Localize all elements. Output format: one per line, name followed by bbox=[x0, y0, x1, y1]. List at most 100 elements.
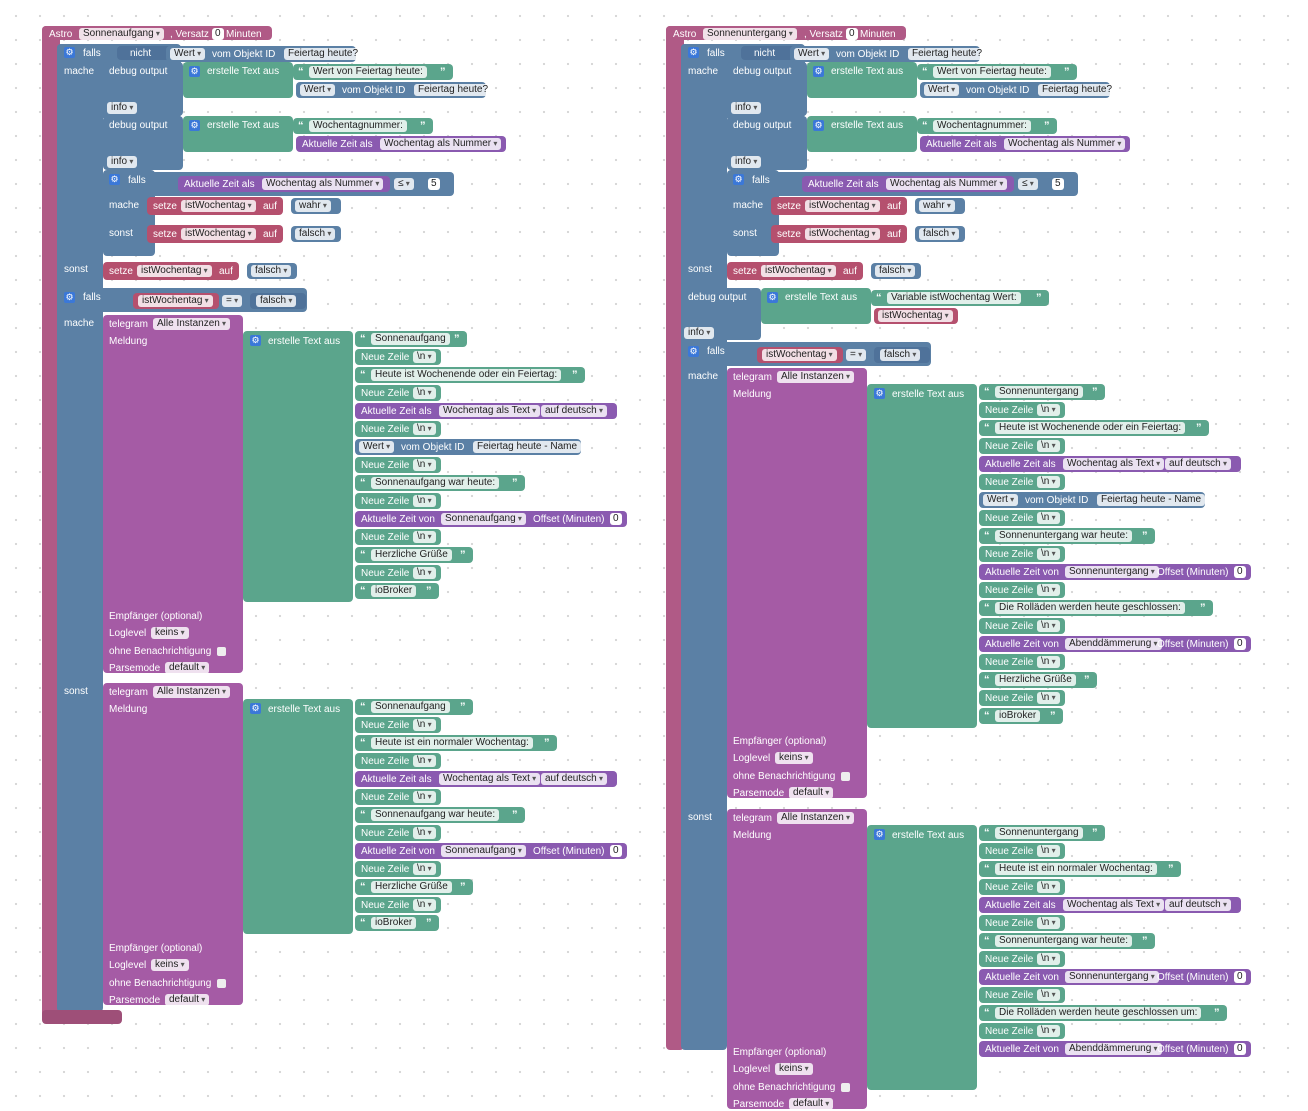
not-block[interactable] bbox=[117, 46, 177, 60]
time-format-dropdown[interactable]: Wochentag als Text bbox=[439, 405, 541, 417]
newline-dropdown[interactable]: \n bbox=[413, 755, 436, 767]
instance-dropdown[interactable]: Alle Instanzen bbox=[153, 318, 231, 330]
newline-dropdown[interactable]: \n bbox=[413, 567, 436, 579]
string-value-field[interactable]: ioBroker bbox=[371, 917, 417, 929]
instance-dropdown[interactable]: Alle Instanzen bbox=[153, 686, 231, 698]
gear-icon[interactable]: ⚙ bbox=[813, 66, 824, 77]
gear-icon[interactable]: ⚙ bbox=[874, 829, 885, 840]
wert-dropdown[interactable]: Wert bbox=[983, 494, 1019, 506]
string-value-field[interactable]: ioBroker bbox=[995, 710, 1041, 722]
parsemode-dropdown[interactable]: default bbox=[165, 994, 210, 1006]
operator-dropdown[interactable]: = bbox=[222, 295, 243, 307]
newline-dropdown[interactable]: \n bbox=[413, 899, 436, 911]
wert-dropdown[interactable]: Wert bbox=[924, 84, 960, 96]
operator-dropdown[interactable]: ≤ bbox=[394, 178, 414, 190]
astro-event-dropdown[interactable]: Sonnenaufgang bbox=[79, 28, 164, 40]
time-format-dropdown[interactable]: Wochentag als Nummer bbox=[380, 138, 502, 150]
create-text-block[interactable] bbox=[183, 116, 293, 152]
string-value-field[interactable]: Heute ist Wochenende oder ein Feiertag: bbox=[995, 422, 1186, 434]
telegram-block[interactable] bbox=[103, 315, 243, 673]
loglevel-dropdown[interactable]: keins bbox=[775, 752, 813, 764]
loglevel-dropdown[interactable]: keins bbox=[775, 1063, 813, 1075]
astro-event-dropdown[interactable]: Sonnenaufgang bbox=[441, 845, 526, 857]
astro-trigger-end[interactable] bbox=[42, 1010, 122, 1024]
language-dropdown[interactable]: auf deutsch bbox=[1165, 899, 1231, 911]
object-id-field[interactable]: Feiertag heute? bbox=[414, 84, 493, 96]
object-id-field[interactable]: Feiertag heute - Name bbox=[473, 441, 582, 453]
newline-dropdown[interactable]: \n bbox=[413, 387, 436, 399]
variable-dropdown[interactable]: istWochentag bbox=[138, 295, 213, 307]
variable-dropdown[interactable]: istWochentag bbox=[181, 200, 256, 212]
operator-dropdown[interactable]: = bbox=[846, 349, 867, 361]
time-format-dropdown[interactable]: Wochentag als Text bbox=[1063, 458, 1165, 470]
silent-checkbox[interactable] bbox=[217, 647, 226, 656]
language-dropdown[interactable]: auf deutsch bbox=[541, 773, 607, 785]
wert-dropdown[interactable]: Wert bbox=[170, 48, 206, 60]
gear-icon[interactable]: ⚙ bbox=[813, 120, 824, 131]
language-dropdown[interactable]: auf deutsch bbox=[541, 405, 607, 417]
create-text-block[interactable] bbox=[243, 331, 353, 602]
number-field[interactable]: 0 bbox=[1234, 566, 1246, 578]
gear-icon[interactable]: ⚙ bbox=[189, 120, 200, 131]
newline-dropdown[interactable]: \n bbox=[1037, 1025, 1060, 1037]
string-value-field[interactable]: Herzliche Grüße bbox=[995, 674, 1076, 686]
log-level-dropdown[interactable]: info bbox=[107, 156, 138, 168]
string-value-field[interactable]: Wochentagnummer: bbox=[933, 120, 1031, 132]
number-field[interactable]: 0 bbox=[846, 28, 858, 40]
astro-event-dropdown[interactable]: Sonnenuntergang bbox=[703, 28, 797, 40]
object-id-field[interactable]: Feiertag heute? bbox=[1038, 84, 1117, 96]
astro-event-dropdown[interactable]: Sonnenuntergang bbox=[1065, 971, 1159, 983]
create-text-block[interactable] bbox=[807, 62, 917, 98]
boolean-dropdown[interactable]: falsch bbox=[919, 228, 960, 240]
newline-dropdown[interactable]: \n bbox=[413, 495, 436, 507]
string-value-field[interactable]: Sonnenuntergang bbox=[995, 827, 1083, 839]
newline-dropdown[interactable]: \n bbox=[1037, 989, 1060, 1001]
number-field[interactable]: 0 bbox=[1234, 638, 1246, 650]
time-format-dropdown[interactable]: Wochentag als Text bbox=[439, 773, 541, 785]
newline-dropdown[interactable]: \n bbox=[1037, 845, 1060, 857]
newline-dropdown[interactable]: \n bbox=[413, 791, 436, 803]
time-format-dropdown[interactable]: Wochentag als Text bbox=[1063, 899, 1165, 911]
newline-dropdown[interactable]: \n bbox=[413, 719, 436, 731]
gear-icon[interactable]: ⚙ bbox=[688, 47, 699, 58]
loglevel-dropdown[interactable]: keins bbox=[151, 627, 189, 639]
create-text-block[interactable] bbox=[183, 62, 293, 98]
boolean-dropdown[interactable]: wahr bbox=[295, 200, 331, 212]
variable-dropdown[interactable]: istWochentag bbox=[805, 228, 880, 240]
telegram-block[interactable] bbox=[103, 683, 243, 1005]
newline-dropdown[interactable]: \n bbox=[1037, 476, 1060, 488]
variable-dropdown[interactable]: istWochentag bbox=[137, 265, 212, 277]
variable-dropdown[interactable]: istWochentag bbox=[805, 200, 880, 212]
if-block-body[interactable] bbox=[57, 44, 103, 1012]
boolean-dropdown[interactable]: falsch bbox=[875, 265, 916, 277]
log-level-dropdown[interactable]: info bbox=[731, 102, 762, 114]
object-id-field[interactable]: Feiertag heute? bbox=[908, 48, 987, 60]
string-value-field[interactable]: Die Rolläden werden heute geschlossen um… bbox=[995, 1007, 1202, 1019]
astro-event-dropdown[interactable]: Abenddämmerung bbox=[1065, 638, 1162, 650]
string-value-field[interactable]: Heute ist ein normaler Wochentag: bbox=[995, 863, 1157, 875]
astro-event-dropdown[interactable]: Sonnenaufgang bbox=[441, 513, 526, 525]
string-value-field[interactable]: Heute ist Wochenende oder ein Feiertag: bbox=[371, 369, 562, 381]
parsemode-dropdown[interactable]: default bbox=[789, 787, 834, 799]
instance-dropdown[interactable]: Alle Instanzen bbox=[777, 812, 855, 824]
gear-icon[interactable]: ⚙ bbox=[64, 47, 75, 58]
newline-dropdown[interactable]: \n bbox=[1037, 512, 1060, 524]
object-id-field[interactable]: Feiertag heute - Name bbox=[1097, 494, 1206, 506]
string-value-field[interactable]: Herzliche Grüße bbox=[371, 881, 452, 893]
newline-dropdown[interactable]: \n bbox=[1037, 881, 1060, 893]
variable-dropdown[interactable]: istWochentag bbox=[181, 228, 256, 240]
create-text-block[interactable] bbox=[243, 699, 353, 934]
wert-dropdown[interactable]: Wert bbox=[794, 48, 830, 60]
boolean-dropdown[interactable]: wahr bbox=[919, 200, 955, 212]
gear-icon[interactable]: ⚙ bbox=[733, 174, 744, 185]
newline-dropdown[interactable]: \n bbox=[1037, 692, 1060, 704]
parsemode-dropdown[interactable]: default bbox=[789, 1098, 834, 1110]
variable-dropdown[interactable]: istWochentag bbox=[878, 310, 953, 322]
string-value-field[interactable]: Heute ist ein normaler Wochentag: bbox=[371, 737, 533, 749]
silent-checkbox[interactable] bbox=[841, 1083, 850, 1092]
object-id-field[interactable]: Feiertag heute? bbox=[284, 48, 363, 60]
variable-dropdown[interactable]: istWochentag bbox=[762, 349, 837, 361]
newline-dropdown[interactable]: \n bbox=[1037, 620, 1060, 632]
time-format-dropdown[interactable]: Wochentag als Nummer bbox=[1004, 138, 1126, 150]
create-text-block[interactable] bbox=[867, 384, 977, 728]
